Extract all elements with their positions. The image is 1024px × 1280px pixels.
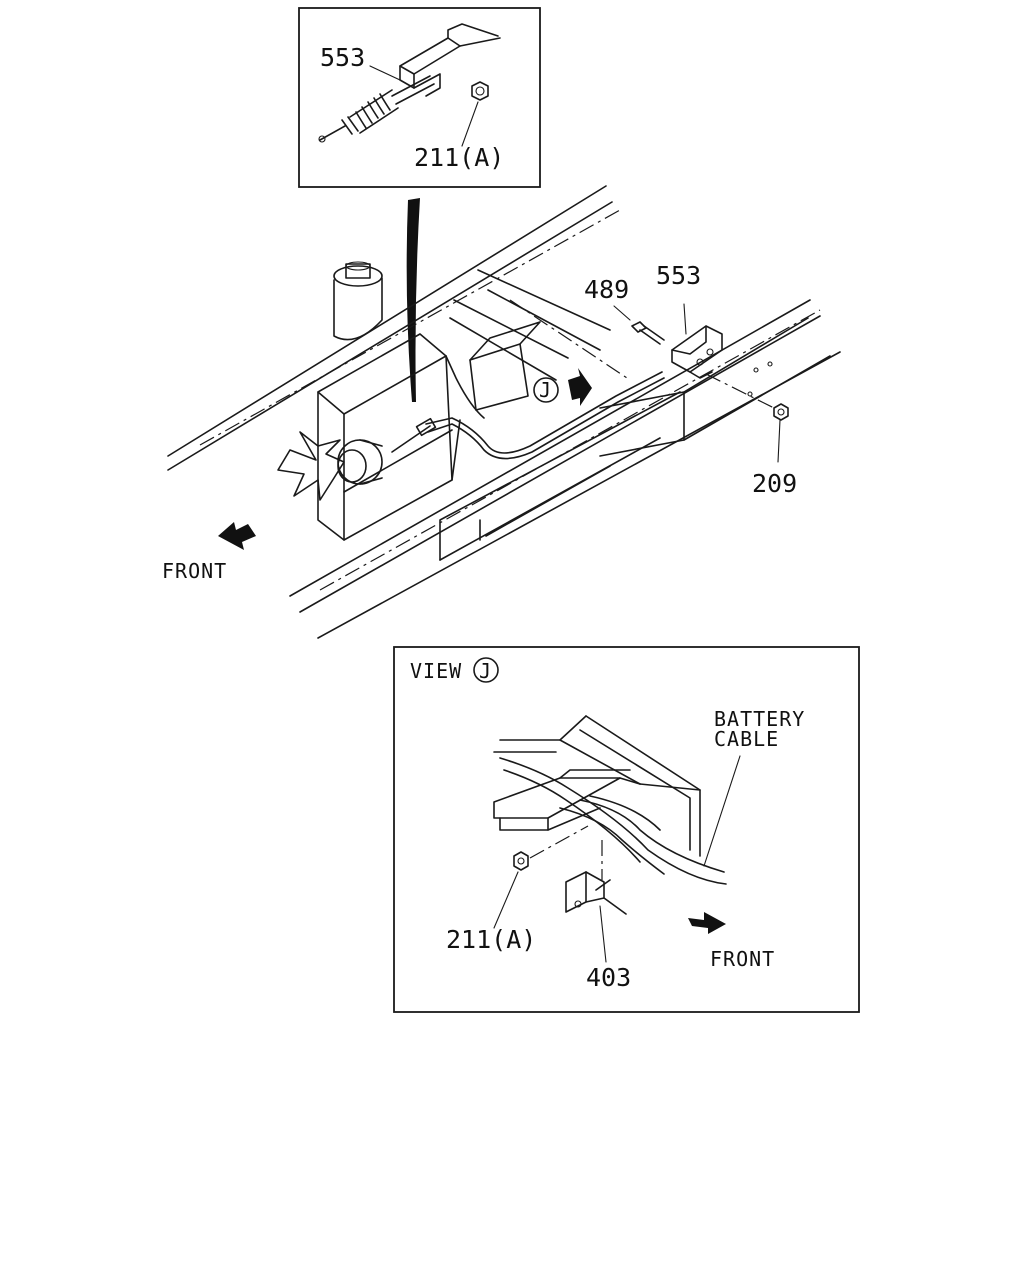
leader-battery-cable xyxy=(703,755,741,867)
battery-cable-main xyxy=(391,371,665,460)
view-frame-member xyxy=(493,715,701,857)
front-label-view: FRONT xyxy=(710,947,775,971)
leader-553 xyxy=(369,65,401,81)
cable-bracket xyxy=(399,23,501,97)
view-title: VIEW xyxy=(410,659,462,683)
battery-cable-label-1: BATTERY xyxy=(714,707,805,731)
clip-403-icon xyxy=(565,840,627,963)
bolt-489-icon xyxy=(613,305,665,345)
nut-icon xyxy=(471,81,489,101)
inset-pointer-arrow xyxy=(406,198,420,402)
callout-211a-view: 211(A) xyxy=(446,925,536,954)
reservoir xyxy=(333,261,383,341)
callout-209-main: 209 xyxy=(752,469,797,498)
callout-553-main: 553 xyxy=(656,261,701,290)
callout-403-view: 403 xyxy=(586,963,631,992)
cross-member xyxy=(449,269,631,411)
callout-211a-detail: 211(A) xyxy=(414,143,504,172)
view-j-marker: J xyxy=(533,368,592,406)
view-j-inset: VIEW J BATTERY CABLE xyxy=(393,646,860,1013)
detail-inset: 553 211(A) xyxy=(298,7,541,188)
frame-rails xyxy=(167,185,841,639)
callout-553-detail: 553 xyxy=(320,43,365,72)
view-direction-arrow-icon xyxy=(568,368,592,406)
main-view: J 489 553 209 xyxy=(162,185,841,639)
pump-asterisk-icon xyxy=(277,431,383,501)
leader-211a xyxy=(461,101,479,147)
front-arrow-icon xyxy=(218,522,256,550)
actuator-553 xyxy=(671,303,723,379)
nut-211a-icon xyxy=(493,825,589,929)
battery-cable-label-2: CABLE xyxy=(714,727,779,751)
view-marker-letter: J xyxy=(539,378,552,402)
callout-489-main: 489 xyxy=(584,275,629,304)
view-title-circle xyxy=(473,657,499,683)
nut-209-icon xyxy=(705,361,789,463)
front-label-main: FRONT xyxy=(162,559,227,583)
view-cables xyxy=(499,757,727,885)
view-title-letter: J xyxy=(479,659,492,683)
front-arrow-view-icon xyxy=(688,912,726,934)
